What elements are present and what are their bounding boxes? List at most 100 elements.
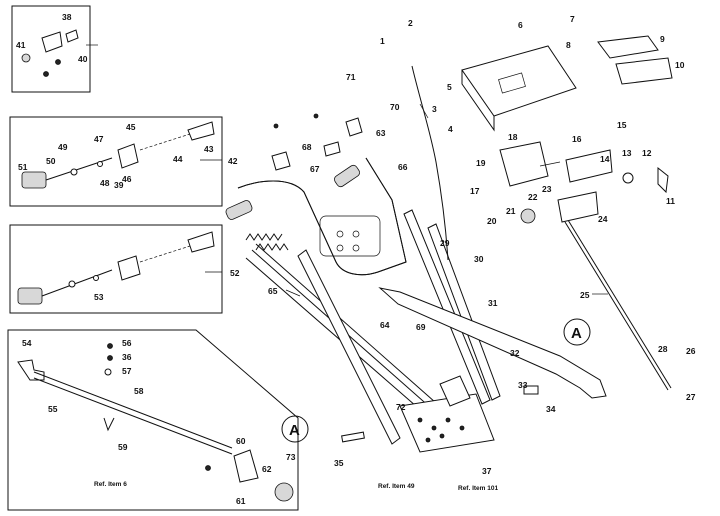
label-61: 61: [236, 496, 246, 506]
label-28: 28: [658, 344, 668, 354]
label-16: 16: [572, 134, 582, 144]
label-57: 57: [122, 366, 132, 376]
label-67: 67: [310, 164, 320, 174]
label-48: 48: [100, 178, 110, 188]
label-56: 56: [122, 338, 132, 348]
label-59: 59: [118, 442, 128, 452]
label-20: 20: [487, 216, 497, 226]
label-44: 44: [173, 154, 183, 164]
control-console: [461, 45, 577, 132]
label-40: 40: [78, 54, 88, 64]
inset-box-top-left: [11, 5, 91, 93]
label-1: 1: [380, 36, 385, 46]
label-41: 41: [16, 40, 26, 50]
label-34: 34: [546, 404, 556, 414]
label-25: 25: [580, 290, 590, 300]
ref-item-49: Ref. Item 49: [378, 483, 415, 490]
ref-item-6: Ref. Item 6: [94, 481, 127, 488]
label-42: 42: [228, 156, 238, 166]
label-54: 54: [22, 338, 32, 348]
long-rod: [564, 219, 672, 391]
label-49: 49: [58, 142, 68, 152]
label-4: 4: [448, 124, 453, 134]
label-12: 12: [642, 148, 652, 158]
label-15: 15: [617, 120, 627, 130]
label-26: 26: [686, 346, 696, 356]
label-72: 72: [396, 402, 406, 412]
label-11: 11: [666, 196, 675, 206]
right-mechanism: [499, 141, 669, 224]
label-9: 9: [660, 34, 665, 44]
inset-box-upper-left: [9, 116, 223, 207]
label-24: 24: [598, 214, 608, 224]
label-13: 13: [622, 148, 632, 158]
inset-parts-42: [21, 121, 215, 189]
label-7: 7: [570, 14, 575, 24]
label-69: 69: [416, 322, 426, 332]
label-66: 66: [398, 162, 408, 172]
linkage-bar: [378, 287, 607, 399]
label-60: 60: [236, 436, 246, 446]
label-5: 5: [447, 82, 452, 92]
label-36: 36: [122, 352, 132, 362]
label-31: 31: [488, 298, 498, 308]
label-46: 46: [122, 174, 132, 184]
label-22: 22: [528, 192, 538, 202]
inset-parts-52: [17, 231, 215, 305]
part-number-labels: 1 2 3 4 5 6 7 8 9 10 11 12 13 14 15 16 1…: [16, 12, 696, 506]
label-47: 47: [94, 134, 104, 144]
label-43: 43: [204, 144, 214, 154]
label-2: 2: [408, 18, 413, 28]
callout-a-left: [281, 415, 309, 443]
label-51: 51: [18, 162, 28, 172]
label-55: 55: [48, 404, 58, 414]
ref-item-101: Ref. Item 101: [458, 485, 498, 492]
label-68: 68: [302, 142, 312, 152]
inset-parts-bottom-left: [17, 343, 294, 502]
label-23: 23: [542, 184, 552, 194]
label-14: 14: [600, 154, 610, 164]
label-3: 3: [432, 104, 437, 114]
label-10: 10: [675, 60, 685, 70]
label-37: 37: [482, 466, 492, 476]
cover-plates: [597, 35, 673, 85]
leader-lines: [86, 44, 608, 297]
callout-a-right: [563, 318, 591, 346]
label-32: 32: [510, 348, 520, 358]
label-73: 73: [286, 452, 296, 462]
springs: [225, 164, 360, 251]
label-19: 19: [476, 158, 486, 168]
label-18: 18: [508, 132, 518, 142]
lower-center-assembly: [341, 375, 539, 453]
label-38: 38: [62, 12, 72, 22]
label-6: 6: [518, 20, 523, 30]
small-brackets-top: [271, 113, 363, 171]
label-45: 45: [126, 122, 136, 132]
label-52: 52: [230, 268, 240, 278]
label-30: 30: [474, 254, 484, 264]
lower-frame-tubes: [297, 209, 501, 445]
inset-box-mid-left: [9, 224, 223, 314]
label-64: 64: [380, 320, 390, 330]
label-62: 62: [262, 464, 272, 474]
label-65: 65: [268, 286, 278, 296]
label-63: 63: [376, 128, 386, 138]
label-35: 35: [334, 458, 344, 468]
inset-box-bottom-left: [7, 329, 299, 511]
label-70: 70: [390, 102, 400, 112]
label-50: 50: [46, 156, 56, 166]
label-29: 29: [440, 238, 450, 248]
label-33: 33: [518, 380, 528, 390]
label-71: 71: [346, 72, 356, 82]
label-27: 27: [686, 392, 696, 402]
label-17: 17: [470, 186, 480, 196]
label-58: 58: [134, 386, 144, 396]
cable: [411, 65, 449, 261]
callout-a-right-text: A: [571, 325, 582, 342]
label-39: 39: [114, 180, 124, 190]
callout-a-left-text: A: [289, 422, 300, 439]
handle-frame: [237, 157, 407, 276]
inset-parts-top-left: [21, 29, 79, 77]
